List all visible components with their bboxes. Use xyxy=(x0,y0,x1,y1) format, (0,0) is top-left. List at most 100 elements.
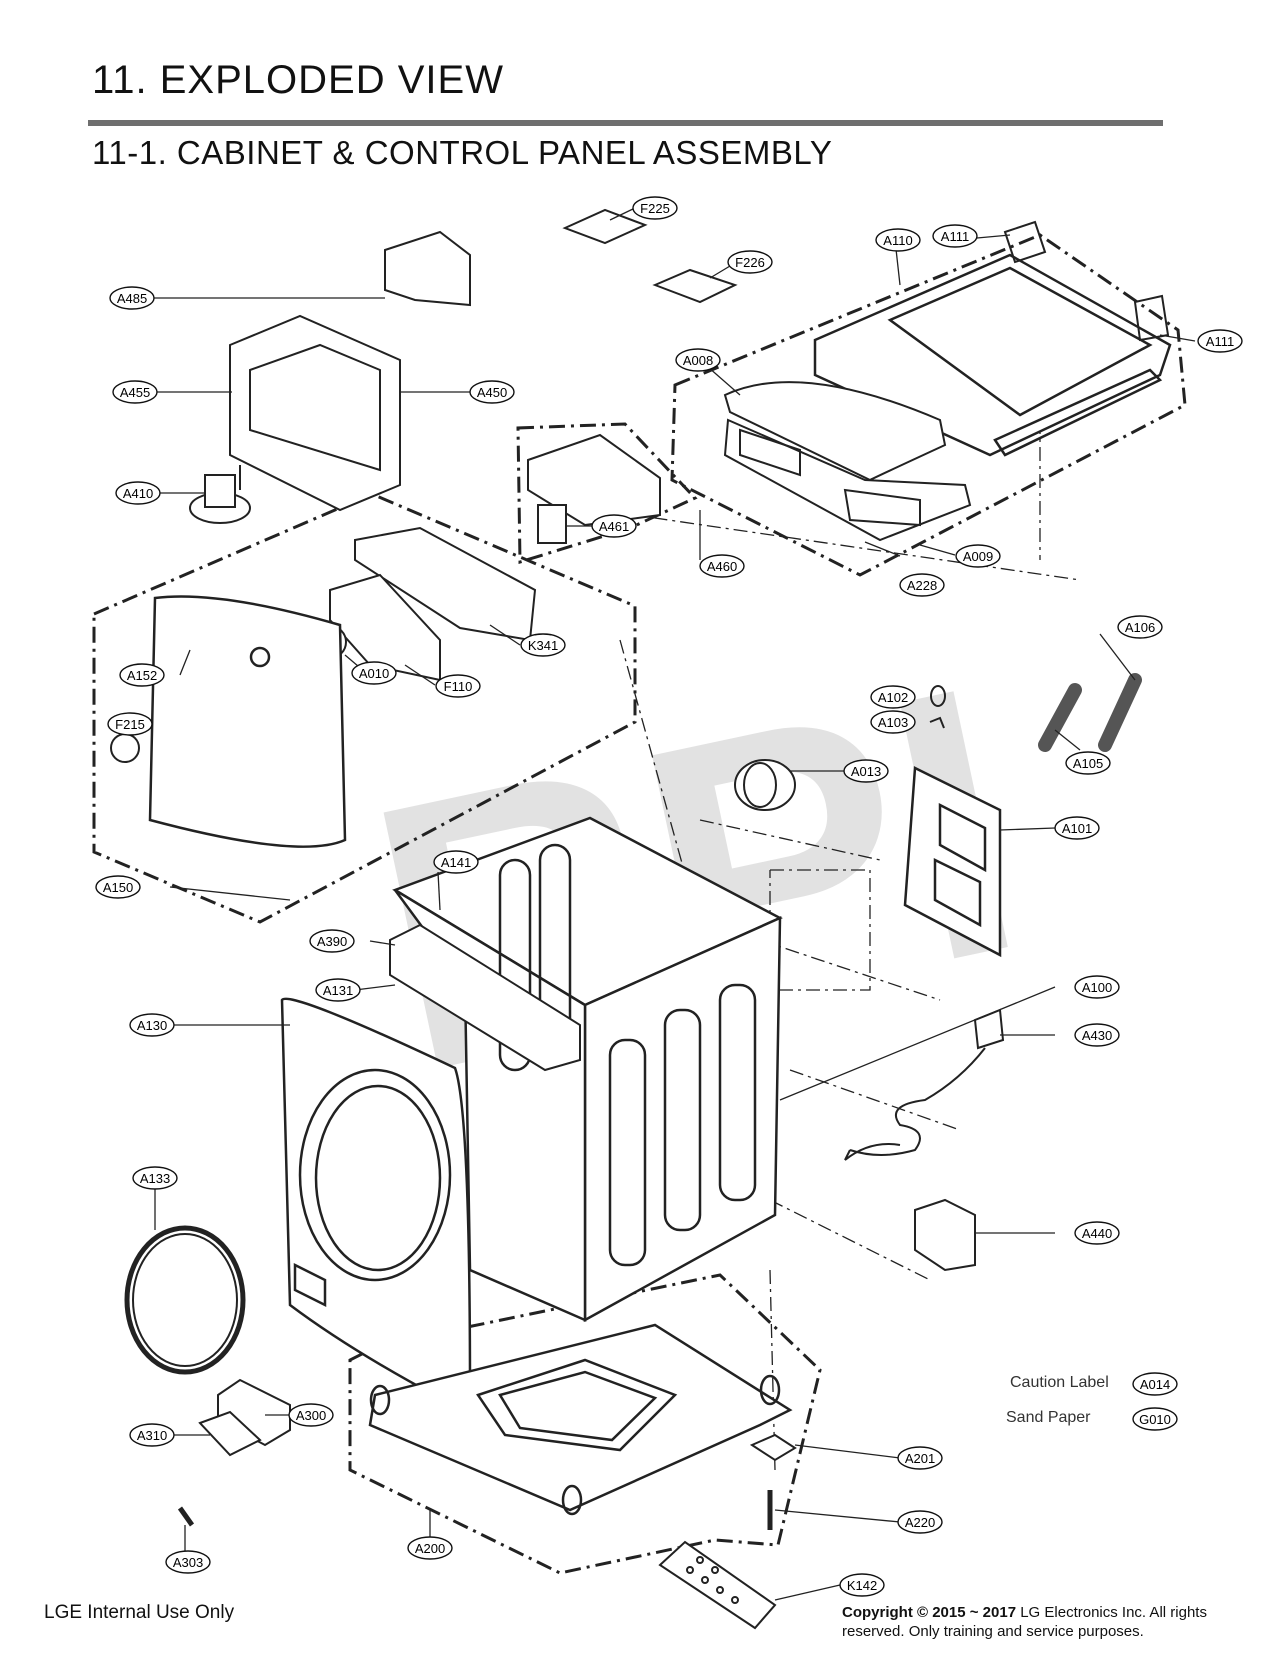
leveling-leg-part xyxy=(1038,673,1142,752)
copyright-text: LG Electronics Inc. All rights reserved.… xyxy=(842,1604,1207,1640)
callout-label: A228 xyxy=(907,578,937,593)
callout-a100: A100 xyxy=(1074,975,1120,999)
callout-label: A461 xyxy=(599,519,629,534)
callout-label: A201 xyxy=(905,1451,935,1466)
callout-label: A300 xyxy=(296,1408,326,1423)
callout-label: A103 xyxy=(878,715,908,730)
callout-label: K142 xyxy=(847,1578,877,1593)
callout-a228: A228 xyxy=(899,573,945,597)
detergent-cup-part xyxy=(562,208,648,245)
callout-label: A450 xyxy=(477,385,507,400)
callout-label: A150 xyxy=(103,880,133,895)
callout-a013: A013 xyxy=(843,759,889,783)
a440-part xyxy=(914,1198,976,1272)
callout-a110: A110 xyxy=(875,228,921,252)
callout-a010: A010 xyxy=(351,661,397,685)
f215-cap xyxy=(110,733,140,763)
sand-paper-text: Sand Paper xyxy=(1006,1409,1091,1426)
callout-a111: A111 xyxy=(932,224,978,248)
front-frame-part xyxy=(389,923,581,1072)
rear-panel-part xyxy=(903,766,1002,958)
internal-use-notice: LGE Internal Use Only xyxy=(44,1602,235,1623)
callout-label: A460 xyxy=(707,559,737,574)
callout-a303: A303 xyxy=(165,1550,211,1574)
callout-label: A106 xyxy=(1125,620,1155,635)
callout-a101: A101 xyxy=(1054,816,1100,840)
callout-label: A430 xyxy=(1082,1028,1112,1043)
callout-k341: K341 xyxy=(520,633,566,657)
callout-a201: A201 xyxy=(897,1446,943,1470)
callout-a310: A310 xyxy=(129,1423,175,1447)
callout-a133: A133 xyxy=(132,1166,178,1190)
callout-label: F226 xyxy=(735,255,765,270)
base-part xyxy=(368,1323,793,1516)
a461-part xyxy=(537,504,567,544)
callout-a009: A009 xyxy=(955,544,1001,568)
callout-label: A008 xyxy=(683,353,713,368)
callout-label: A220 xyxy=(905,1515,935,1530)
part-callouts: F225 F226 A110 A111 A111 A485 A455 A450 … xyxy=(95,196,1243,1597)
callout-label: A410 xyxy=(123,486,153,501)
callout-label: A111 xyxy=(941,229,969,244)
display-pcb-part xyxy=(527,433,661,527)
control-panel-part xyxy=(148,595,347,848)
callout-label: A102 xyxy=(878,690,908,705)
a485-bracket xyxy=(384,230,471,307)
callout-label: A200 xyxy=(415,1541,445,1556)
copyright-notice: Copyright © 2015 ~ 2017 LG Electronics I… xyxy=(842,1603,1252,1641)
callout-a008: A008 xyxy=(675,348,721,372)
callout-a130: A130 xyxy=(129,1013,175,1037)
detergent-cup-part xyxy=(652,268,738,304)
callout-label: A105 xyxy=(1073,756,1103,771)
callout-a106: A106 xyxy=(1117,615,1163,639)
hinge-part xyxy=(1003,220,1170,342)
callout-label: A110 xyxy=(883,233,912,248)
callout-label: A130 xyxy=(137,1018,167,1033)
callout-a152: A152 xyxy=(119,663,165,687)
a013-part xyxy=(734,759,796,811)
base-group-outline xyxy=(348,1273,822,1575)
copyright-years: Copyright © 2015 ~ 2017 xyxy=(842,1604,1017,1621)
callout-a103: A103 xyxy=(870,710,916,734)
callout-label: A013 xyxy=(851,764,881,779)
a410-part xyxy=(189,465,251,524)
page-title: 11. EXPLODED VIEW xyxy=(92,58,504,102)
section-title: 11-1. CABINET & CONTROL PANEL ASSEMBLY xyxy=(92,134,833,171)
caution-label-text: Caution Label xyxy=(1010,1374,1109,1391)
callout-a410: A410 xyxy=(115,481,161,505)
callout-label: A100 xyxy=(1082,980,1112,995)
callout-f110: F110 xyxy=(435,674,481,698)
callout-f225: F225 xyxy=(632,196,678,220)
callout-a300: A300 xyxy=(288,1403,334,1427)
main-pcb-part xyxy=(229,314,401,512)
callout-label: F225 xyxy=(640,201,670,216)
callout-a111: A111 xyxy=(1197,329,1243,353)
callout-a440: A440 xyxy=(1074,1221,1120,1245)
callout-a105: A105 xyxy=(1065,751,1111,775)
callout-a461: A461 xyxy=(591,514,637,538)
callout-label: K341 xyxy=(528,638,558,653)
callout-label: A111 xyxy=(1206,334,1234,349)
callout-a102: A102 xyxy=(870,685,916,709)
callout-a450: A450 xyxy=(469,380,515,404)
callout-label: A010 xyxy=(359,666,389,681)
callout-a150: A150 xyxy=(95,875,141,899)
display-pcb-group-outline xyxy=(516,422,698,565)
callout-label: F110 xyxy=(444,679,473,694)
a201-part xyxy=(749,1433,797,1462)
callout-label: A014 xyxy=(1140,1377,1170,1392)
callout-k142: K142 xyxy=(839,1573,885,1597)
front-cabinet-part xyxy=(280,997,472,1400)
callout-a485: A485 xyxy=(109,286,155,310)
callout-label: A455 xyxy=(120,385,150,400)
callout-a014: A014 xyxy=(1132,1372,1178,1396)
remote-part xyxy=(658,1540,777,1630)
callout-label: A303 xyxy=(173,1555,203,1570)
callout-label: A141 xyxy=(441,855,471,870)
callout-a141: A141 xyxy=(433,850,479,874)
callout-label: A440 xyxy=(1082,1226,1112,1241)
callout-f215: F215 xyxy=(107,712,153,736)
drawer-part xyxy=(723,381,972,542)
callout-g010: G010 xyxy=(1132,1407,1178,1431)
